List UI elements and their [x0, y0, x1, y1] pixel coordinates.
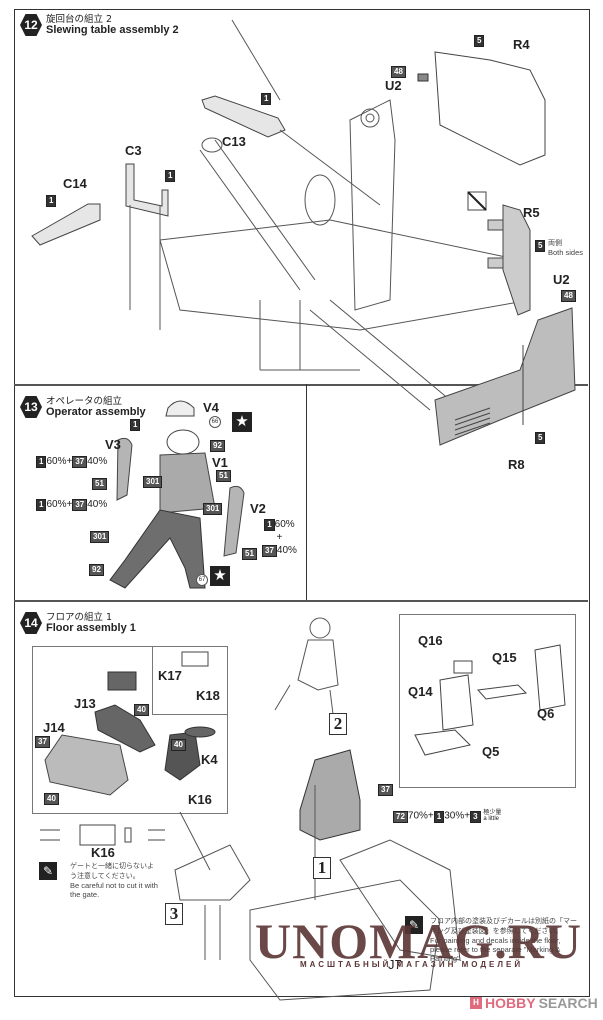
step-14-header: 14 フロアの組立 1 Floor assembly 1 [20, 612, 136, 634]
step-13-panel [14, 384, 307, 600]
control-lever-subpanel [32, 646, 228, 814]
part-label-c13: C13 [222, 134, 246, 149]
part-label-c3: C3 [125, 143, 142, 158]
part-label-k16-sprue: K16 [91, 845, 115, 860]
instruction-frame [14, 9, 590, 997]
seat-subpanel [399, 614, 576, 788]
paint-code: 51 [216, 470, 231, 482]
paint-code: 5 [535, 240, 546, 252]
hobby-search-icon: H [470, 997, 482, 1009]
step-title-en: Slewing table assembly 2 [46, 24, 179, 36]
decal-number: 66 [209, 416, 221, 428]
sub-step-number: 1 [313, 857, 331, 879]
part-label-j7: J7 [388, 957, 402, 972]
part-label-r4: R4 [513, 37, 530, 52]
part-label-q16: Q16 [418, 633, 443, 648]
step-13-header: 13 オペレータの組立 Operator assembly [20, 396, 146, 418]
floor-paint-note: フロア内部の塗装及びデカールは別紙の「マーキング及び塗装図」を参照してください。… [430, 917, 577, 963]
paint-code: 1 [165, 170, 176, 182]
part-c14-shape [31, 203, 101, 246]
paint-code: 5 [535, 432, 546, 444]
watermark: UNOMAG.RU [255, 913, 583, 969]
part-r5-shape [502, 204, 531, 316]
paint-reference-icon: ✎ [405, 916, 423, 934]
part-label-k4: K4 [201, 752, 218, 767]
part-label-q6: Q6 [537, 706, 555, 721]
step-12-header: 12 旋回台の組立 2 Slewing table assembly 2 [20, 14, 179, 36]
part-label-v3: V3 [105, 437, 121, 452]
part-label-u2: U2 [385, 78, 402, 93]
part-label-k18: K18 [196, 688, 220, 703]
part-label-q15: Q15 [492, 650, 517, 665]
part-label-r5: R5 [523, 205, 540, 220]
paint-code: 92 [210, 440, 225, 452]
part-label-c14: C14 [63, 176, 87, 191]
step-title-en: Floor assembly 1 [46, 622, 136, 634]
paint-code: 301 [203, 503, 223, 515]
star-icon: ★ [210, 566, 230, 586]
part-label-k17: K17 [158, 668, 182, 683]
step-title-jp: オペレータの組立 [46, 396, 123, 407]
part-r4-shape [434, 51, 546, 166]
part-label-j14: J14 [43, 720, 65, 735]
paint-code: 40 [44, 793, 59, 805]
paint-code: 92 [89, 564, 104, 576]
watermark-subtitle: МАСШТАБНЫЙ МАГАЗИН МОДЕЛЕЙ [300, 960, 524, 969]
part-label-u2: U2 [553, 272, 570, 287]
paint-code: 301 [143, 476, 163, 488]
k17-k18-subpanel [152, 646, 227, 715]
paint-code: 40 [134, 704, 149, 716]
part-label-j13: J13 [74, 696, 96, 711]
step-number: 12 [20, 14, 42, 36]
section-divider [14, 384, 588, 386]
paint-code: 48 [391, 66, 406, 78]
gate-caution-note: ゲートと一緒に切らないよう注意してください。Be careful not to … [70, 862, 158, 899]
paint-code: 51 [242, 548, 257, 560]
sub-step-number: 3 [165, 903, 183, 925]
part-label-v2: V2 [250, 501, 266, 516]
hobby-search-logo: H HOBBY SEARCH [470, 995, 598, 1011]
part-label-v1: V1 [212, 455, 228, 470]
sub-step-number: 2 [329, 713, 347, 735]
step-title-en: Operator assembly [46, 406, 146, 418]
paint-code: 40 [171, 739, 186, 751]
step-title-jp: 旋回台の組立 2 [46, 14, 113, 25]
part-c3-shape [125, 163, 169, 217]
part-c13-shape [201, 95, 286, 138]
slewing-table-diagram [31, 19, 576, 446]
knife-caution-icon: ✎ [39, 862, 57, 880]
paint-code: 48 [561, 290, 576, 302]
operator-figure-diagram [109, 400, 245, 589]
decal-number: 67 [196, 574, 208, 586]
paint-code: 301 [90, 531, 110, 543]
section-divider [14, 600, 588, 602]
paint-code: 5 [474, 35, 485, 47]
paint-code: 51 [92, 478, 107, 490]
paint-code: 37 [35, 736, 50, 748]
step-number: 14 [20, 612, 42, 634]
part-label-r8: R8 [508, 457, 525, 472]
part-label-k16: K16 [188, 792, 212, 807]
part-label-v4: V4 [203, 400, 219, 415]
paint-code: 1 [46, 195, 57, 207]
star-icon: ★ [232, 412, 252, 432]
step-title-jp: フロアの組立 1 [46, 612, 113, 623]
paint-code: 1 [130, 419, 141, 431]
part-label-q5: Q5 [482, 744, 500, 759]
paint-code: 37 [378, 784, 393, 796]
step-number: 13 [20, 396, 42, 418]
part-label-q14: Q14 [408, 684, 433, 699]
paint-code: 1 [261, 93, 272, 105]
